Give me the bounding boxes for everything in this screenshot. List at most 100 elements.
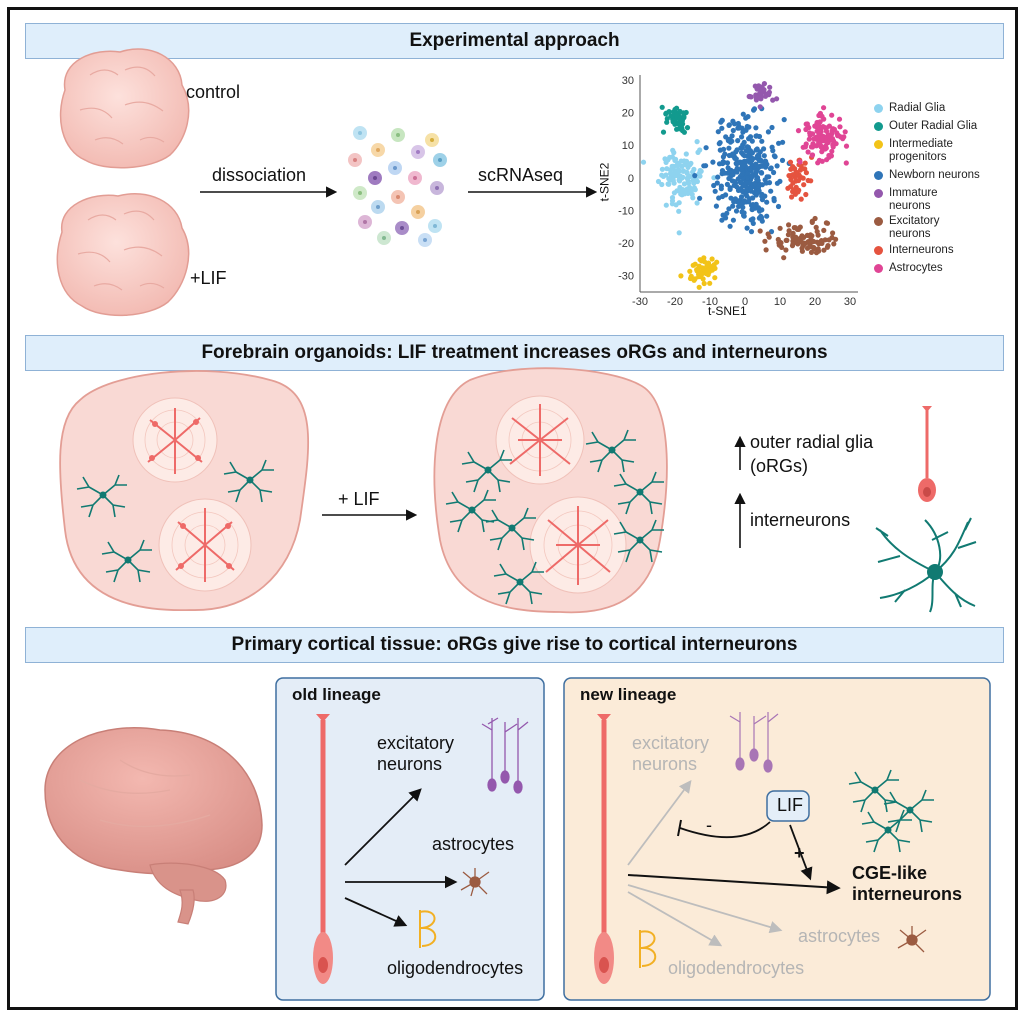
tsne-cluster — [795, 105, 850, 166]
tsne-point — [685, 190, 691, 196]
tsne-point — [728, 195, 734, 201]
tsne-point — [655, 178, 662, 185]
tsne-point — [678, 273, 684, 279]
tsne-point — [676, 230, 682, 236]
tsne-point — [749, 150, 756, 156]
tsne-point — [758, 87, 764, 93]
tsne-point — [738, 194, 745, 200]
tsne-point — [671, 109, 677, 115]
tsne-point — [697, 195, 703, 201]
tsne-point — [785, 185, 791, 191]
y-axis-label: t-SNE2 — [597, 162, 612, 202]
tsne-point — [799, 248, 806, 254]
tsne-point — [749, 206, 755, 213]
old-rg-cell — [313, 714, 333, 984]
tsne-point — [725, 165, 731, 171]
tsne-point — [753, 95, 759, 101]
tsne-point — [843, 160, 849, 166]
y-tick-label: 20 — [622, 108, 634, 120]
tsne-point — [716, 141, 722, 147]
tsne-point — [818, 125, 824, 131]
tsne-point — [816, 157, 823, 163]
tsne-point — [757, 93, 764, 100]
tsne-point — [823, 139, 829, 145]
tsne-point — [771, 153, 778, 159]
tsne-point — [829, 112, 835, 118]
tsne-point — [739, 134, 745, 140]
y-tick-label: 0 — [628, 173, 634, 185]
tsne-point — [684, 169, 690, 175]
tsne-point — [791, 187, 797, 193]
tsne-point — [771, 169, 777, 176]
tsne-point — [752, 83, 758, 89]
tsne-point — [803, 170, 810, 176]
tsne-point — [806, 240, 812, 246]
new-rg-cell — [594, 714, 614, 984]
tsne-point — [811, 136, 817, 142]
tsne-point — [694, 178, 701, 185]
tsne-point — [737, 202, 743, 208]
orgs-label-line1: outer radial glia — [750, 432, 874, 452]
new-oligodendrocytes-label: oligodendrocytes — [668, 958, 805, 978]
y-tick-label: -10 — [618, 205, 634, 217]
tsne-point — [676, 208, 682, 214]
tsne-point — [843, 143, 850, 149]
dissociated-cells — [348, 126, 447, 247]
tsne-point — [787, 159, 794, 165]
y-tick-label: -20 — [618, 238, 634, 250]
legend-entry: Newborn neurons — [889, 169, 980, 181]
tsne-cluster — [757, 215, 839, 261]
tsne-point — [687, 268, 693, 274]
tsne-point — [768, 188, 774, 194]
legend-marker — [874, 217, 883, 226]
tsne-point — [745, 114, 751, 120]
tsne-point — [740, 111, 746, 117]
tsne-point — [818, 238, 825, 244]
lif-arrow-label: + LIF — [338, 489, 380, 509]
tsne-point — [681, 115, 687, 121]
section-banner-primary-tissue: Primary cortical tissue: oRGs give rise … — [25, 627, 1004, 663]
tsne-point — [674, 112, 680, 118]
tsne-point — [789, 243, 796, 249]
interneurons-label: interneurons — [750, 510, 851, 530]
legend-marker — [874, 189, 883, 198]
tsne-point — [739, 171, 745, 177]
tsne-point — [776, 240, 782, 246]
lif-box-label: LIF — [777, 795, 804, 815]
tsne-point — [759, 193, 765, 199]
tsne-point — [714, 259, 720, 265]
tsne-point — [722, 170, 728, 176]
plus-sign: + — [794, 843, 805, 863]
lif-label: +LIF — [190, 268, 227, 288]
tsne-point — [720, 212, 726, 218]
tsne-point — [771, 195, 777, 202]
tsne-point — [769, 144, 775, 150]
lif-organoid — [56, 193, 190, 316]
tsne-point — [679, 163, 685, 169]
tsne-point — [826, 132, 832, 138]
tsne-point — [704, 262, 710, 269]
tsne-point — [670, 118, 676, 124]
tsne-point — [774, 163, 780, 169]
tsne-point — [692, 276, 698, 282]
tsne-point — [734, 184, 740, 190]
tsne-point — [794, 226, 801, 232]
x-tick-label: 0 — [742, 296, 748, 308]
tsne-point — [757, 104, 763, 110]
tsne-point — [748, 174, 755, 181]
cge-label-1: CGE-like — [852, 863, 928, 883]
scrnaseq-label: scRNAseq — [478, 165, 564, 185]
tsne-point — [781, 117, 787, 123]
tsne-point — [830, 144, 836, 150]
tsne-point — [689, 191, 695, 197]
old-excitatory-label-2: neurons — [377, 754, 443, 774]
oligodendrocyte-icon — [419, 910, 437, 948]
tsne-point — [712, 188, 718, 194]
tsne-point — [734, 161, 740, 167]
tsne-point — [759, 138, 765, 144]
tsne-point — [796, 187, 802, 193]
tsne-point — [831, 241, 837, 247]
tsne-point — [754, 177, 760, 183]
tsne-point — [797, 167, 804, 173]
tsne-point — [800, 144, 806, 150]
